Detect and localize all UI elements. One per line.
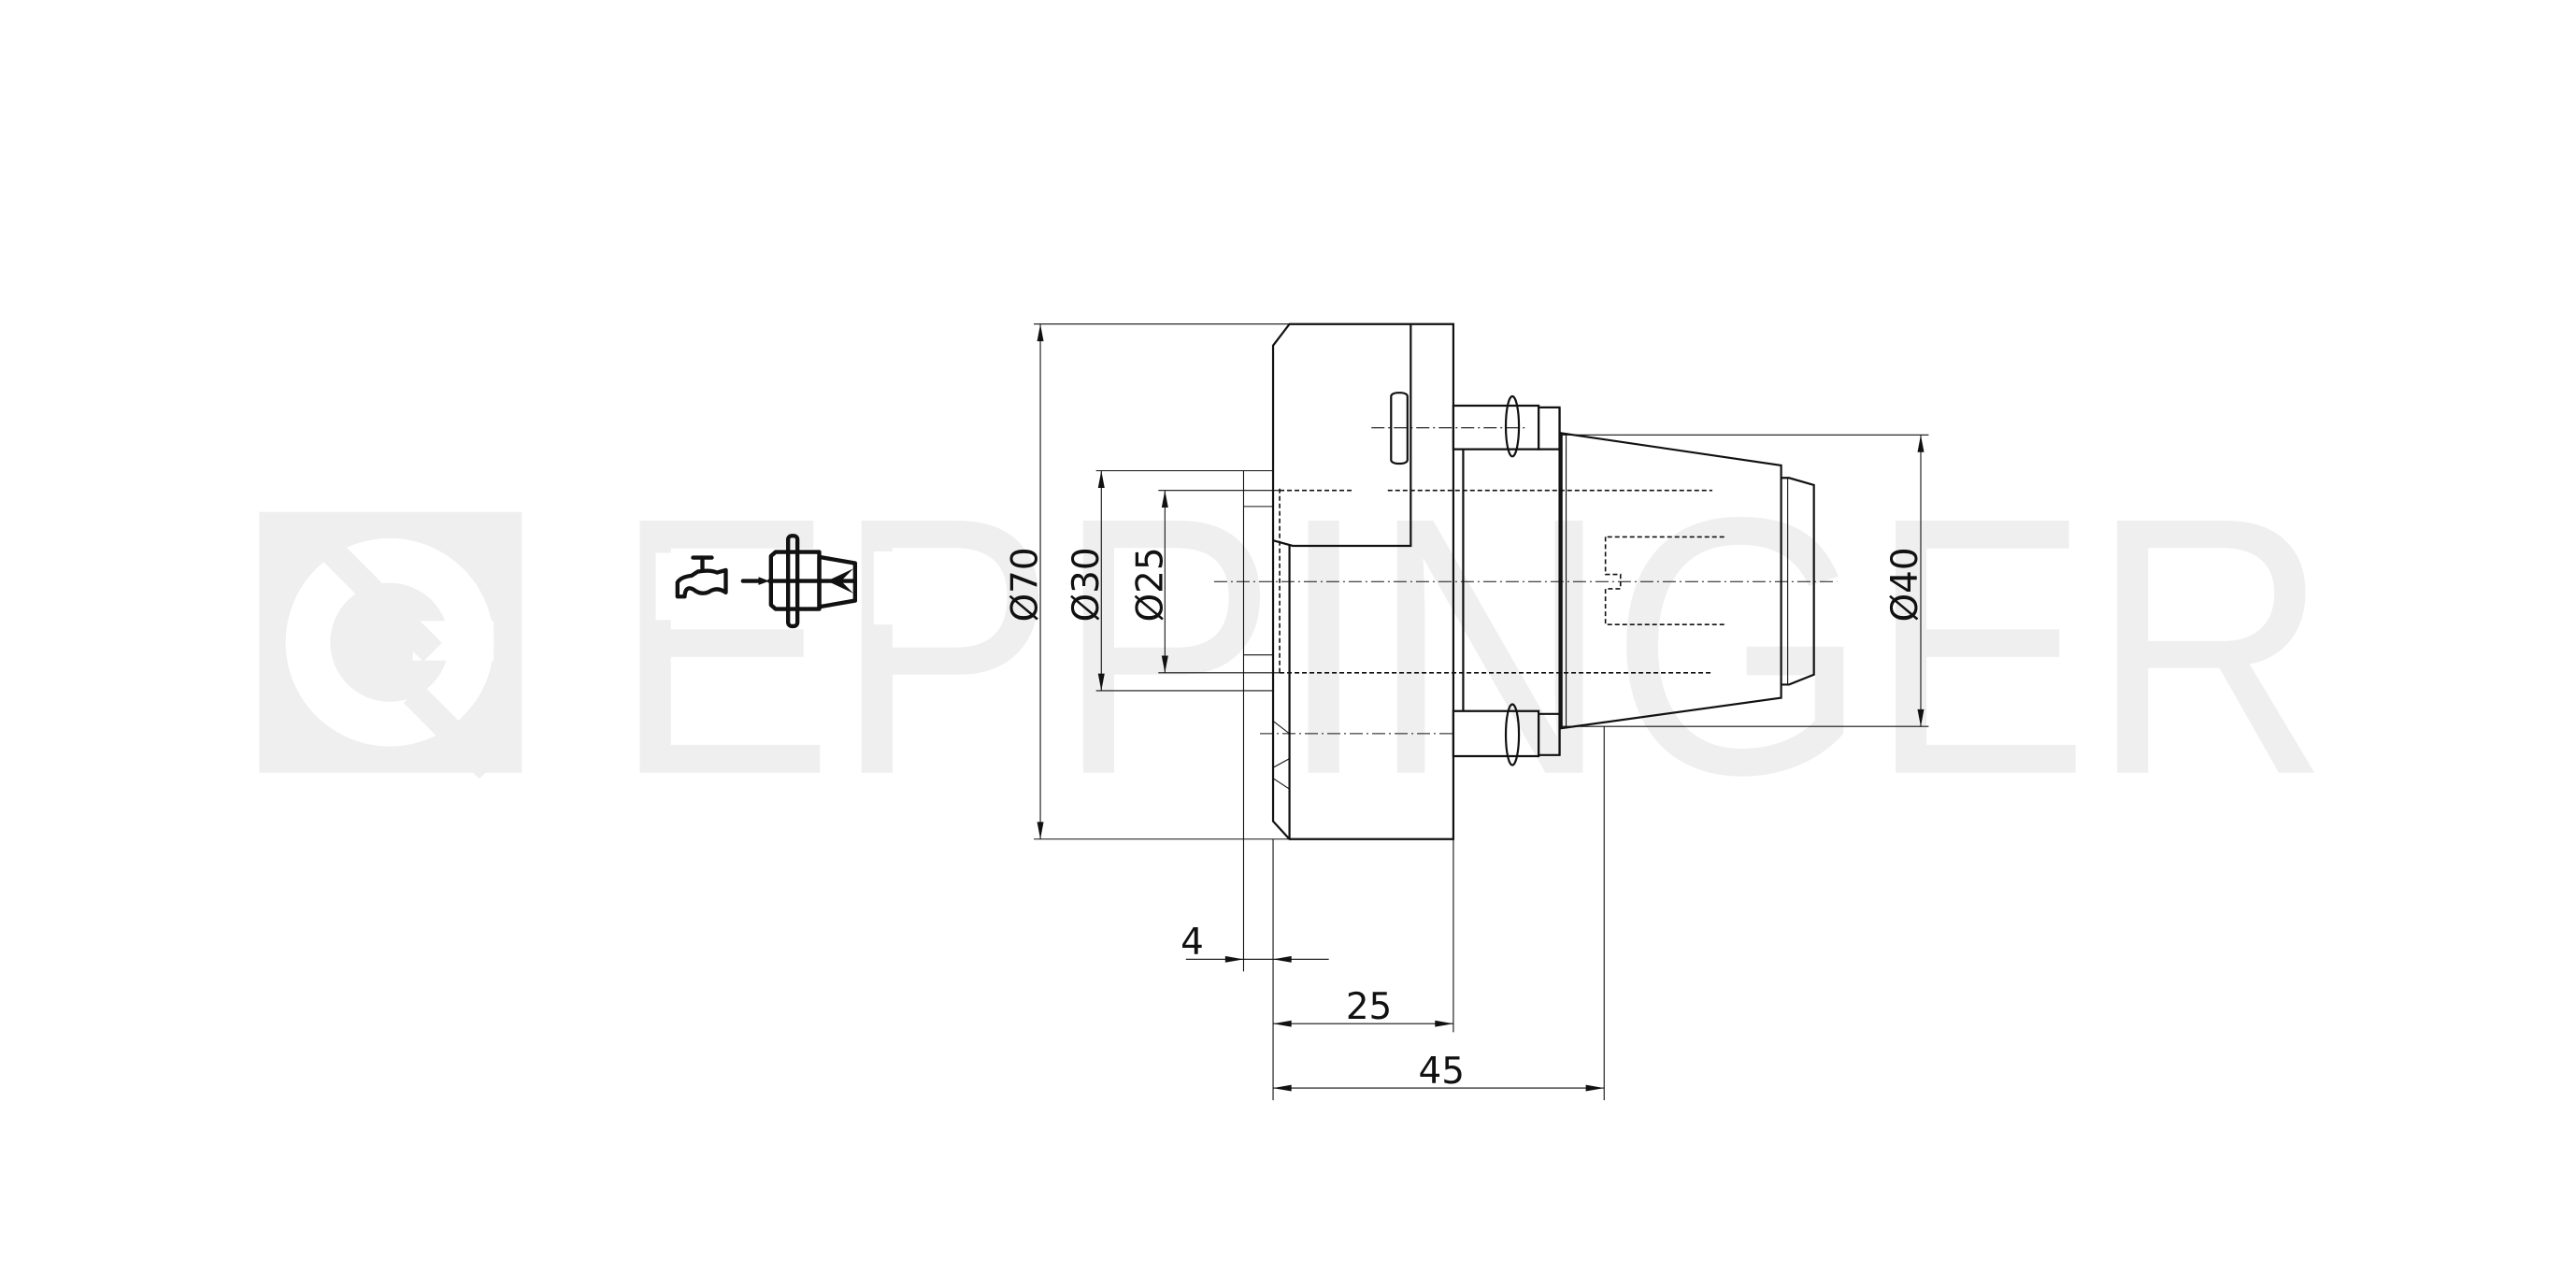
pin-top <box>1453 396 1560 456</box>
watermark-brand-text: EPPINGER <box>612 442 2329 852</box>
dim-line-length-25 <box>1273 1020 1453 1027</box>
dim-length-4: 4 <box>1181 922 1204 964</box>
arrow-right-icon <box>740 577 770 585</box>
dim-length-25: 25 <box>1346 986 1392 1028</box>
dim-diameter-25: Ø25 <box>1130 547 1172 622</box>
dim-diameter-40: Ø40 <box>1884 547 1926 622</box>
taper-shank <box>1562 433 1782 728</box>
dim-line-diameter-40 <box>1917 435 1925 726</box>
tool-holder-icon <box>766 534 858 629</box>
dim-diameter-70: Ø70 <box>1004 547 1046 622</box>
dim-line-diameter-70 <box>1037 324 1044 839</box>
dim-length-45: 45 <box>1419 1051 1465 1093</box>
dim-line-length-4 <box>1186 955 1329 963</box>
eppinger-logo <box>259 511 522 780</box>
dim-line-diameter-30 <box>1097 470 1105 691</box>
dim-line-diameter-25 <box>1161 490 1168 673</box>
dim-diameter-30: Ø30 <box>1066 547 1108 622</box>
coolant-icon-group <box>655 534 897 629</box>
key-slot <box>1391 393 1408 464</box>
water-tap-icon <box>675 555 728 599</box>
dim-line-length-45 <box>1273 1084 1605 1092</box>
watermark: EPPINGER <box>259 442 2330 852</box>
tool-holder-drawing <box>1034 324 1928 1100</box>
